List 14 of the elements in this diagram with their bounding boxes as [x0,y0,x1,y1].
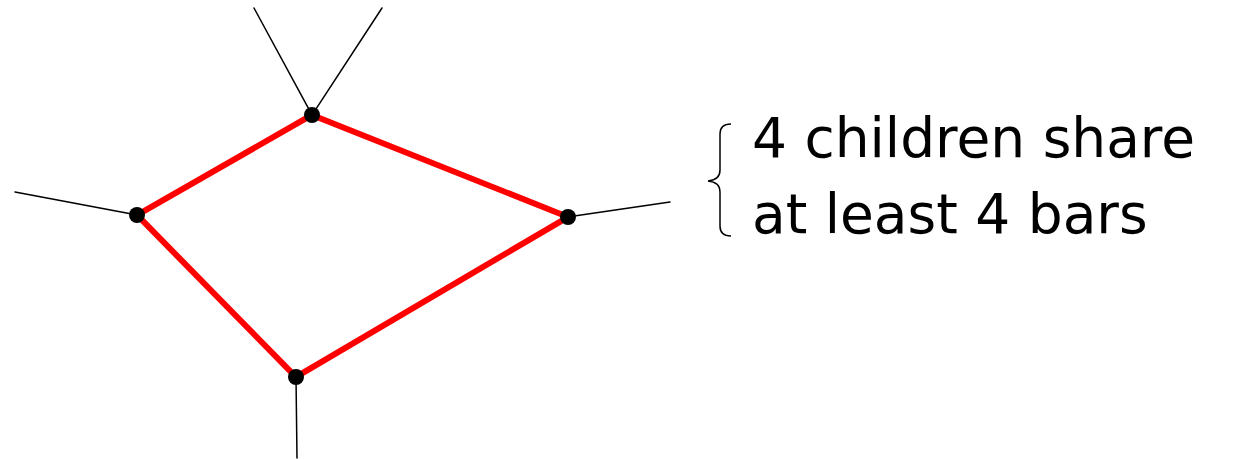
edge-line [315,7,383,110]
thick-edge [139,217,294,375]
vertex-dot [288,369,304,385]
edge-line [575,201,671,217]
edge-line [14,191,130,215]
vertex-dot [129,207,145,223]
thick-edge [316,114,564,218]
edge-line [253,7,309,109]
vertex-dot [560,209,576,225]
thick-edge [299,218,565,376]
annotation-text: 4 children share at least 4 bars [752,105,1197,248]
thick-edge [140,115,309,215]
vertex-dot [304,107,320,123]
edge-line [295,384,298,459]
